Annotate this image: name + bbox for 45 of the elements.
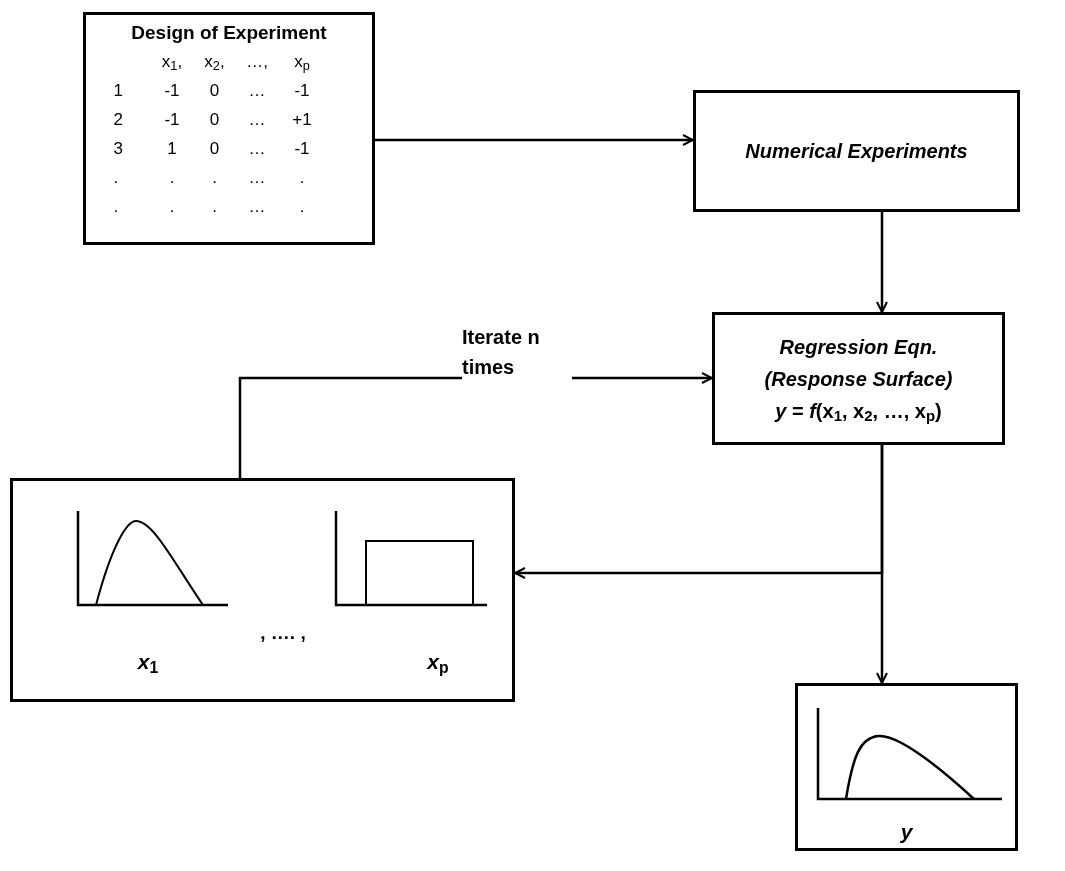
table-cell: … xyxy=(248,110,266,129)
table-cell: … xyxy=(248,81,266,100)
table-cell: … xyxy=(248,139,266,158)
table-cell: 0 xyxy=(209,139,220,158)
table-cell: . xyxy=(212,197,217,216)
table-cell: . xyxy=(169,168,175,187)
table-cell: 3 xyxy=(113,139,123,158)
table-cell: -1 xyxy=(164,81,180,100)
table-cell: . xyxy=(299,168,305,187)
table-box xyxy=(83,12,375,245)
table-cell: . xyxy=(113,168,119,187)
table-cell: . xyxy=(212,168,217,187)
table-cell: -1 xyxy=(294,81,310,100)
box-title: Regression Eqn. xyxy=(779,334,938,360)
table-header: x$_{p}$ xyxy=(294,52,310,71)
process-box xyxy=(10,478,515,702)
process-box xyxy=(712,312,1005,445)
table-cell: 0 xyxy=(209,110,220,129)
arrow xyxy=(876,212,888,313)
table-cell: 0 xyxy=(209,81,220,100)
table-header: x$_{2}$, xyxy=(204,52,225,71)
table-title: Design of Experiment xyxy=(131,21,327,45)
table-cell: 2 xyxy=(113,110,123,129)
table-cell: 1 xyxy=(113,81,123,100)
variable-label: x$_{1}$ xyxy=(137,650,159,673)
variable-label: y xyxy=(900,820,913,843)
process-box xyxy=(795,683,1018,851)
table-cell: . xyxy=(113,197,119,216)
table-cell: … xyxy=(248,168,266,187)
arrow xyxy=(876,445,888,684)
box-subtitle: (Response Surface) xyxy=(764,366,953,392)
table-cell: 1 xyxy=(167,139,177,158)
table-header: …, xyxy=(246,52,268,71)
table-cell: +1 xyxy=(292,110,312,129)
process-box xyxy=(693,90,1020,212)
table-header: x$_{1}$, xyxy=(161,52,183,71)
box-label: Numerical Experiments xyxy=(745,139,968,164)
arrow xyxy=(375,134,694,146)
table-cell: . xyxy=(169,197,175,216)
table-cell: . xyxy=(299,197,305,216)
table-cell: -1 xyxy=(164,110,180,129)
table-cell: -1 xyxy=(294,139,310,158)
equation: y = f(x$_{1}$, x$_{2}$, …, x$_{p}$) xyxy=(775,398,942,425)
table-cell: … xyxy=(248,197,266,216)
ellipsis-text: , …. , xyxy=(260,622,306,643)
